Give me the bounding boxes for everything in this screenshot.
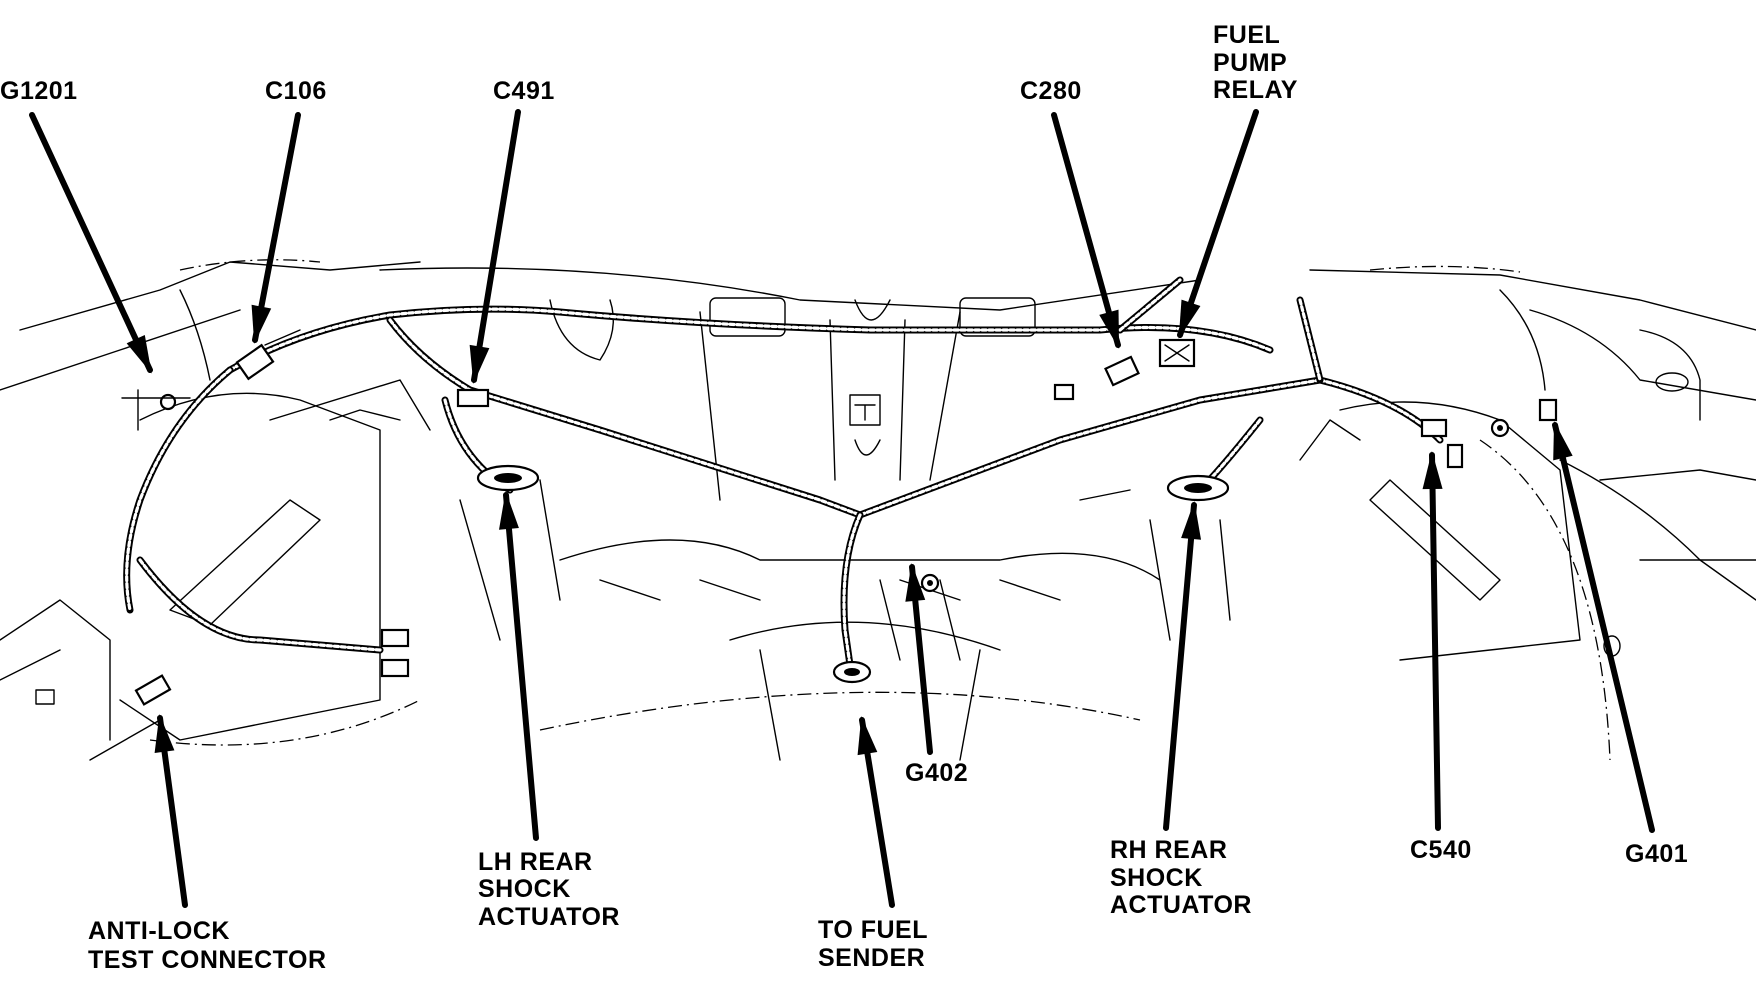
label-g402: G402: [905, 759, 968, 787]
arrow-c540-head: [1422, 451, 1443, 490]
label-anti-lock-test-connector: ANTI-LOCK TEST CONNECTOR: [88, 917, 327, 974]
label-g1201: G1201: [0, 77, 78, 105]
c280-connector: [1053, 355, 1140, 401]
label-c280: C280: [1020, 77, 1082, 105]
arrow-c540: [1429, 452, 1441, 831]
arrow-c280-head: [1099, 309, 1120, 349]
wiring-harness: [123, 276, 1546, 669]
label-c106: C106: [265, 77, 327, 105]
arrow-rh-rear-head: [1181, 501, 1202, 540]
arrow-c491-head: [469, 344, 490, 384]
arrow-c106: [252, 112, 301, 343]
arrow-g1201-head: [126, 334, 152, 374]
label-rh-rear-shock-actuator: RH REAR SHOCK ACTUATOR: [1110, 836, 1252, 919]
c491-connector: [456, 388, 490, 408]
c540-connector: [1420, 418, 1464, 469]
anti-lock-test-connector: [134, 628, 410, 706]
arrow-g401: [1552, 422, 1655, 833]
arrow-fuel-pump-relay-head: [1178, 299, 1201, 339]
fuel-pump-relay: [1158, 338, 1196, 368]
label-g401: G401: [1625, 840, 1688, 868]
arrow-c491: [471, 109, 521, 383]
arrow-g1201: [29, 112, 153, 373]
arrow-rh-rear: [1163, 502, 1197, 831]
arrow-fuel-pump-relay: [1177, 109, 1259, 338]
g402-ground: [920, 573, 940, 593]
arrow-lh-rear-head: [499, 491, 519, 530]
arrow-anti-lock-head: [154, 714, 175, 754]
arrow-lh-rear: [503, 492, 539, 841]
g1201-ground: [121, 389, 191, 431]
arrow-g402-head: [905, 563, 926, 602]
arrow-c280: [1051, 112, 1121, 348]
components: [121, 329, 1558, 706]
label-lh-rear-shock-actuator: LH REAR SHOCK ACTUATOR: [478, 848, 620, 931]
label-c540: C540: [1410, 836, 1472, 864]
arrow-to-fuel-head: [857, 716, 878, 756]
arrow-c106-head: [251, 304, 272, 344]
label-fuel-pump-relay: FUEL PUMP RELAY: [1213, 21, 1298, 104]
arrow-g401-head: [1553, 421, 1573, 461]
arrowheads: [126, 299, 1573, 756]
lh-rear-shock-actuator: [476, 464, 540, 492]
label-to-fuel-sender: TO FUEL SENDER: [818, 916, 935, 972]
callout-labels: G1201 C106 C491 C280 FUEL PUMP RELAY ANT…: [0, 21, 1688, 974]
fuel-sender-grommet: [832, 660, 872, 684]
g401-ground: [1490, 398, 1558, 438]
label-c491: C491: [493, 77, 555, 105]
c106-connector: [235, 329, 301, 381]
rh-rear-shock-actuator: [1166, 474, 1230, 502]
